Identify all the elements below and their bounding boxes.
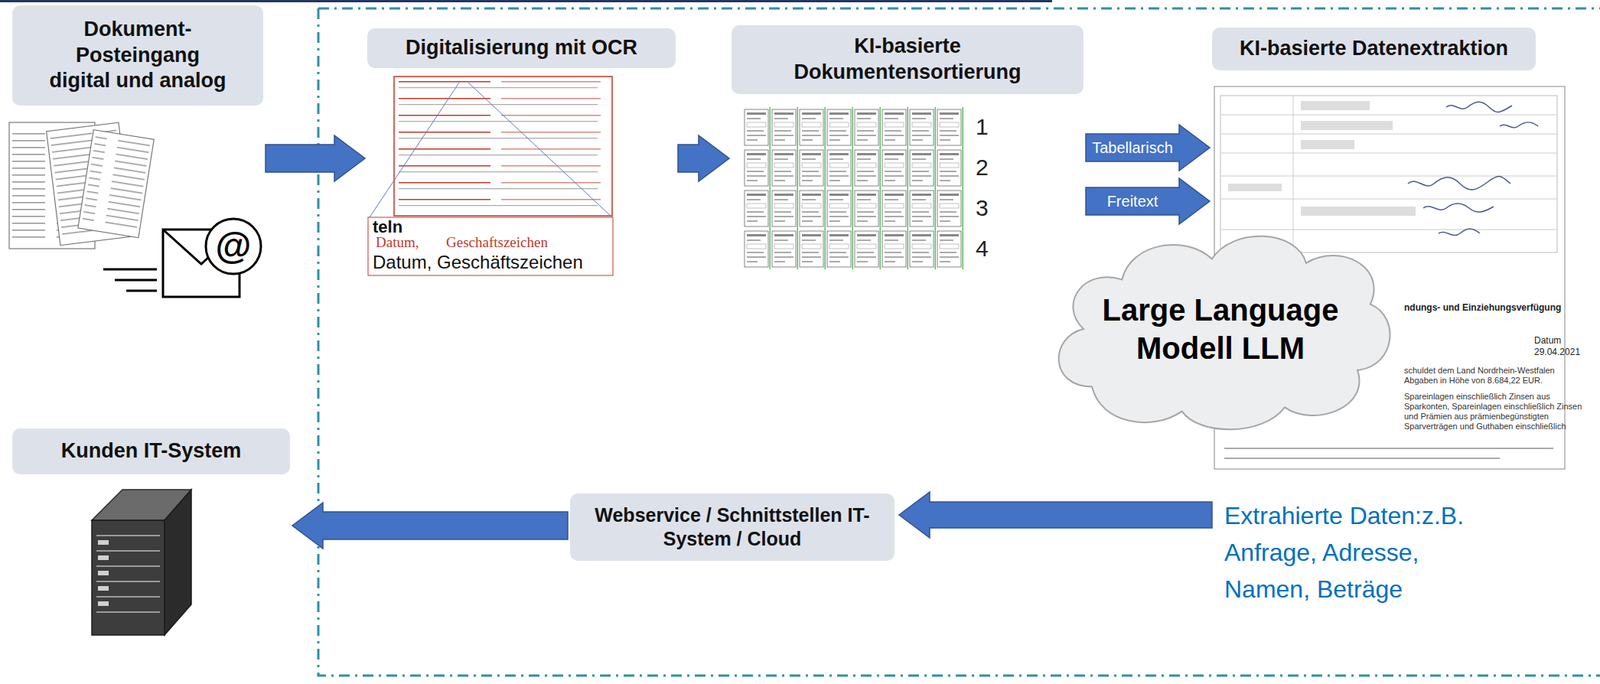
inbox-box: Dokument- Posteingang digital und analog	[12, 5, 264, 106]
category-number: 4	[975, 234, 989, 263]
ocr-raw-text: Geschaftszeichen	[446, 234, 548, 251]
ocr-fragment: teln	[372, 218, 403, 236]
ocr-raw-text: Datum,	[375, 234, 419, 251]
category-number: 2	[975, 153, 989, 182]
node-text: KI-basierte Datenextraktion	[1239, 35, 1509, 62]
node-text: Large Language Modell LLM	[1090, 290, 1351, 368]
category-number: 3	[975, 194, 989, 222]
cloud-outline	[1040, 221, 1401, 437]
node-text-group: KI-basierte Dokumentensortierung	[746, 33, 1069, 86]
document-field: Datum	[1534, 335, 1561, 346]
document-text: schuldet dem Land Nordrhein-Westfalen Ab…	[1404, 365, 1584, 386]
process-box: Digitalisierung mit OCR	[367, 28, 676, 69]
process-box: KI-basierte Datenextraktion	[1212, 27, 1536, 71]
node-text: Digitalisierung mit OCR	[405, 35, 638, 62]
node-text-group: KI-basierte Datenextraktion	[1239, 35, 1509, 62]
cloud-shape	[1059, 236, 1391, 431]
category-number: 1	[975, 113, 989, 141]
node-text-group: Kunden IT-System	[61, 438, 242, 465]
flow-arrow	[265, 135, 365, 182]
node-text-group: Digitalisierung mit OCR	[405, 35, 638, 62]
node-text-group: Large Language Modell LLM	[1090, 290, 1351, 368]
ocr-result-text: Datum, Geschäftszeichen	[372, 251, 584, 273]
flow-arrow	[292, 502, 568, 549]
llm-cloud: Large Language Modell LLM	[1040, 221, 1401, 437]
node-text: KI-basierte Dokumentensortierung	[746, 33, 1069, 86]
system-box: Kunden IT-System	[12, 428, 291, 475]
edge-label: Freitext	[1105, 192, 1161, 211]
extracted-data-note: Extrahierte Daten:z.B. Anfrage, Adresse,…	[1224, 497, 1466, 608]
at-symbol: @	[210, 224, 257, 268]
node-text: Dokument- Posteingang digital und analog	[45, 16, 230, 95]
edge-label: Tabellarisch	[1090, 138, 1175, 157]
node-text: Kunden IT-System	[61, 438, 242, 465]
flow-arrow	[1085, 124, 1210, 171]
node-text-group: Webservice / Schnittstellen IT-System / …	[579, 503, 886, 552]
node-text: Webservice / Schnittstellen IT-System / …	[579, 503, 886, 552]
flow-arrow	[677, 135, 730, 182]
interface-box: Webservice / Schnittstellen IT-System / …	[570, 493, 895, 561]
document-heading: ndungs- und Einziehungsverfügung	[1404, 302, 1588, 314]
process-box: KI-basierte Dokumentensortierung	[731, 25, 1084, 95]
node-text-group: Dokument- Posteingang digital und analog	[45, 16, 230, 95]
flow-arrow	[1085, 178, 1210, 225]
document-text: Spareinlagen einschließlich Zinsen aus S…	[1404, 391, 1584, 432]
document-date: 29.04.2021	[1534, 346, 1581, 358]
